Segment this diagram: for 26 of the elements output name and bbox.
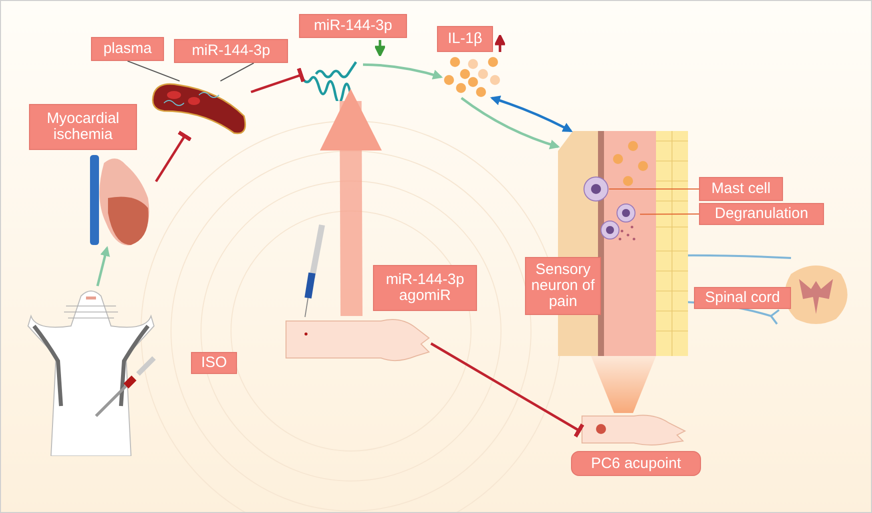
label-tag: miR-144-3p bbox=[174, 39, 288, 63]
inhibition-line bbox=[250, 68, 306, 94]
label-tag: plasma bbox=[91, 37, 164, 61]
label-tag: Myocardial ischemia bbox=[29, 104, 137, 150]
thick-arrow bbox=[320, 88, 382, 316]
label-tag: Degranulation bbox=[699, 203, 824, 225]
label-tag: Spinal cord bbox=[694, 287, 791, 309]
inhibition-line bbox=[154, 130, 192, 182]
label-tag: IL-1β bbox=[437, 26, 493, 52]
arrow bbox=[490, 96, 573, 132]
label-tag: Sensory neuron of pain bbox=[525, 257, 601, 315]
leader-line bbox=[127, 60, 180, 82]
leader-line bbox=[640, 214, 700, 215]
leader-line bbox=[220, 62, 254, 82]
label-tag: ISO bbox=[191, 352, 237, 374]
mast-cell-drawing bbox=[583, 176, 609, 202]
label-tag: PC6 acupoint bbox=[571, 451, 701, 476]
arrow bbox=[460, 97, 560, 150]
arrow bbox=[96, 246, 110, 286]
inhibition-line bbox=[430, 342, 584, 438]
label-tag: miR-144-3p agomiR bbox=[373, 265, 477, 311]
label-tag: Mast cell bbox=[699, 177, 783, 201]
label-tag: miR-144-3p bbox=[299, 14, 407, 38]
leader-line bbox=[608, 188, 700, 190]
wrist-drawing bbox=[579, 413, 687, 448]
arrow bbox=[362, 63, 443, 80]
